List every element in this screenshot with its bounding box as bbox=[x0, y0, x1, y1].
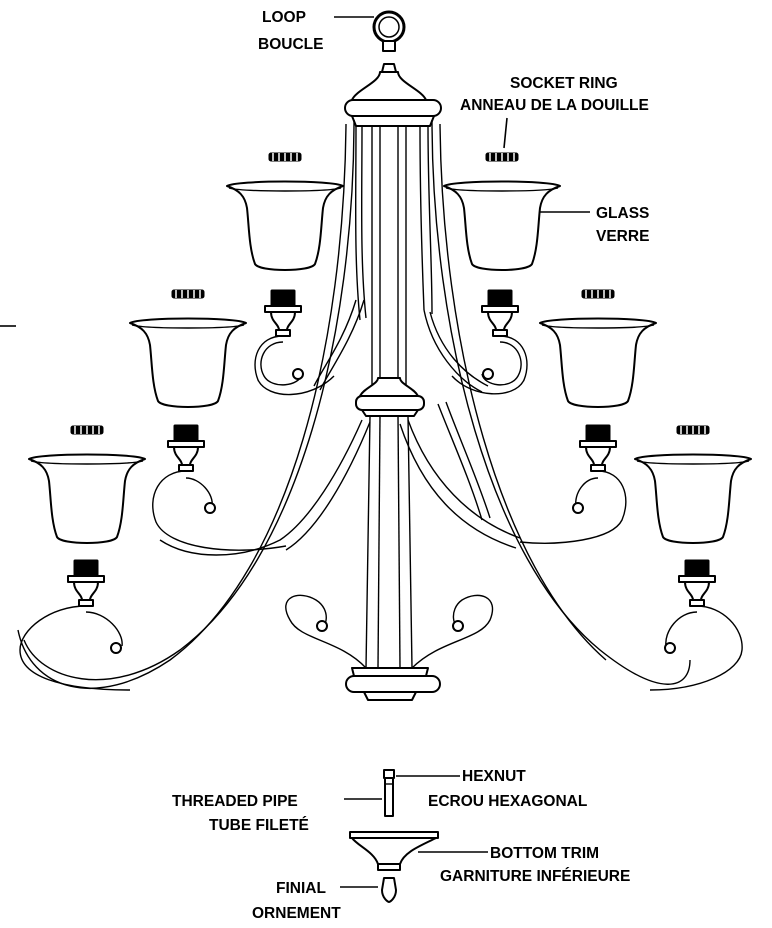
upper-stems bbox=[354, 125, 433, 396]
socket-ring-icon bbox=[485, 152, 519, 162]
socket-cup-icon bbox=[481, 289, 519, 337]
finial-label: FINIAL bbox=[276, 880, 326, 897]
hexnut-icon bbox=[383, 769, 395, 779]
glass-shade-icon bbox=[129, 317, 247, 408]
hexnut-label: HEXNUT bbox=[462, 768, 526, 785]
socket-ring-icon bbox=[676, 425, 710, 435]
glass-shade-icon bbox=[443, 180, 561, 271]
bottom-trim-label-fr: GARNITURE INFÉRIEURE bbox=[440, 868, 630, 885]
scroll-arm-icon bbox=[649, 605, 743, 691]
threaded-pipe-label: THREADED PIPE bbox=[172, 793, 298, 810]
glass-shade-icon bbox=[539, 317, 657, 408]
loop-label: LOOP bbox=[262, 9, 306, 26]
lower-stems bbox=[365, 415, 413, 669]
glass-label: GLASS bbox=[596, 205, 649, 222]
socket-cup-icon bbox=[67, 559, 105, 607]
socket-ring-icon bbox=[171, 289, 205, 299]
glass-label-fr: VERRE bbox=[596, 228, 649, 245]
glass-shade-icon bbox=[226, 180, 344, 271]
finial-icon bbox=[381, 877, 397, 903]
bottom-collar bbox=[345, 667, 441, 701]
threaded-pipe-icon bbox=[384, 777, 394, 817]
scroll-arm-icon bbox=[152, 470, 287, 551]
hexnut-label-fr: ECROU HEXAGONAL bbox=[428, 793, 587, 810]
socket-cup-icon bbox=[167, 424, 205, 472]
scroll-arm-icon bbox=[19, 605, 131, 691]
loop-icon bbox=[372, 10, 406, 52]
threaded-pipe-label-fr: TUBE FILETÉ bbox=[209, 817, 309, 834]
socket-ring-label: SOCKET RING bbox=[510, 75, 618, 92]
socket-ring-icon bbox=[268, 152, 302, 162]
middle-collar bbox=[355, 377, 425, 417]
socket-cup-icon bbox=[678, 559, 716, 607]
finial-label-fr: ORNEMENT bbox=[252, 905, 341, 922]
loop-label-fr: BOUCLE bbox=[258, 36, 323, 53]
socket-ring-leader-line bbox=[503, 117, 508, 149]
socket-cup-icon bbox=[264, 289, 302, 337]
socket-ring-label-fr: ANNEAU DE LA DOUILLE bbox=[460, 97, 649, 114]
top-column-cap bbox=[344, 63, 442, 127]
glass-shade-icon bbox=[634, 453, 752, 544]
socket-cup-icon bbox=[579, 424, 617, 472]
socket-ring-icon bbox=[70, 425, 104, 435]
scroll-arm-icon bbox=[254, 335, 335, 396]
scroll-arm-icon bbox=[451, 335, 528, 395]
bottom-trim-label: BOTTOM TRIM bbox=[490, 845, 599, 862]
glass-shade-icon bbox=[28, 453, 146, 544]
scroll-arm-icon bbox=[519, 470, 627, 544]
socket-ring-icon bbox=[581, 289, 615, 299]
bottom-trim-icon bbox=[349, 831, 439, 871]
